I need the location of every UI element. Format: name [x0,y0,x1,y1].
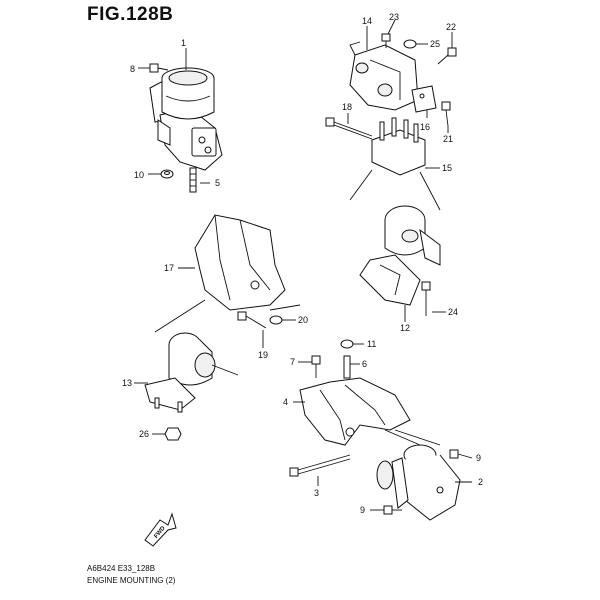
callout-6[interactable]: 6 [362,359,367,369]
bolt-19[interactable] [237,311,267,329]
callout-14[interactable]: 14 [362,16,372,26]
callout-21[interactable]: 21 [443,134,453,144]
bolt-20[interactable] [269,315,283,325]
callout-26[interactable]: 26 [139,429,149,439]
callout-13[interactable]: 13 [122,378,132,388]
bolt-3[interactable] [289,454,351,477]
plate-16[interactable] [411,85,437,113]
callout-4[interactable]: 4 [283,397,288,407]
bolt-7[interactable] [311,355,321,378]
nut-25[interactable] [403,39,417,49]
stud-6[interactable] [343,355,351,379]
callout-24[interactable]: 24 [448,307,458,317]
callout-1[interactable]: 1 [181,38,186,48]
fwd-arrow: FWD [144,512,177,547]
callout-22[interactable]: 22 [446,22,456,32]
bracket-4[interactable] [299,377,411,446]
bolt-8[interactable] [149,63,169,73]
leader-lines [134,19,473,511]
bolt-23[interactable] [381,33,391,48]
callout-12[interactable]: 12 [400,323,410,333]
callout-2[interactable]: 2 [478,477,483,487]
bolt-9-upper[interactable] [449,449,459,459]
bracket-14[interactable] [349,41,419,111]
engine-mount-2[interactable] [376,444,461,521]
nut-11[interactable] [340,339,354,349]
figure-title: FIG.128B [87,4,174,25]
bolt-21[interactable] [441,101,451,127]
bracket-15[interactable] [371,117,426,176]
callout-8[interactable]: 8 [130,64,135,74]
callout-3[interactable]: 3 [314,488,319,498]
callout-16[interactable]: 16 [420,122,430,132]
callout-7[interactable]: 7 [290,357,295,367]
nut-26[interactable] [164,427,182,441]
engine-mount-13[interactable] [144,332,216,413]
bracket-17[interactable] [194,214,286,311]
bolt-24[interactable] [421,281,431,316]
callout-labels: 1 2 3 4 5 6 7 8 9 9 10 11 12 13 14 15 16… [122,12,483,515]
bolt-22[interactable] [437,47,457,65]
callout-9-lower[interactable]: 9 [360,505,365,515]
engine-mount-12[interactable] [359,205,441,306]
callout-9-upper[interactable]: 9 [476,453,481,463]
callout-23[interactable]: 23 [389,12,399,22]
drawing-caption: ENGINE MOUNTING (2) [87,576,176,585]
engine-mount-1[interactable] [149,67,223,171]
callout-15[interactable]: 15 [442,163,452,173]
stud-5[interactable] [189,167,197,193]
callout-18[interactable]: 18 [342,102,352,112]
callout-11[interactable]: 11 [367,339,376,349]
bolt-18[interactable] [325,117,373,140]
nut-10[interactable] [160,169,174,179]
callout-10[interactable]: 10 [134,170,144,180]
callout-25[interactable]: 25 [430,39,440,49]
callout-20[interactable]: 20 [298,315,308,325]
callout-17[interactable]: 17 [164,263,174,273]
callout-19[interactable]: 19 [258,350,268,360]
callout-5[interactable]: 5 [215,178,220,188]
drawing-code: A6B424 E33_128B [87,564,156,573]
